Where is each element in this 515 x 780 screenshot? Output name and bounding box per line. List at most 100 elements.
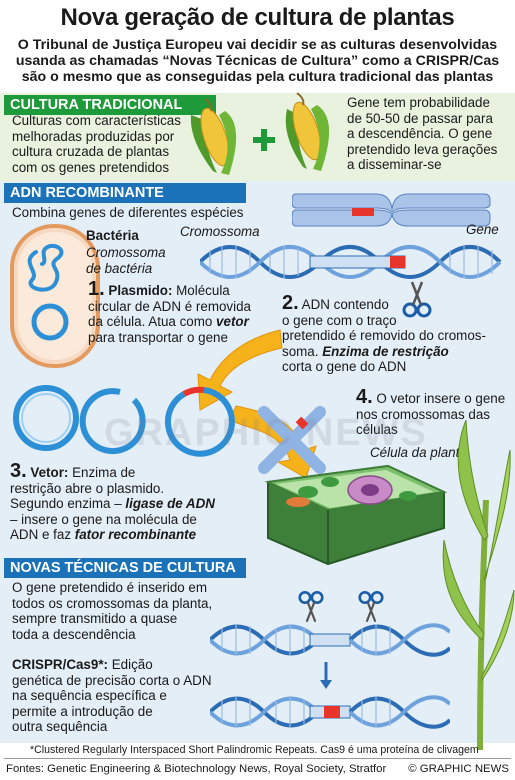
step-1-heading: 1. Plasmido: Molécula <box>88 279 278 299</box>
new-tech-section <box>0 556 515 743</box>
text-line: de bactéria <box>86 260 153 276</box>
plasmid-ring-recombinant <box>164 386 235 457</box>
plasmid-rings <box>13 385 235 457</box>
bacteria-label: Bactéria <box>86 228 139 243</box>
step-1-text: 1. Plasmido: Molécula circular de ADN é … <box>88 279 278 345</box>
new-tech-heading: NOVAS TÉCNICAS DE CULTURA <box>4 558 246 578</box>
text-line: para transportar o gene <box>88 329 228 345</box>
step-4-heading: 4. O vetor insere o gene <box>356 387 515 407</box>
bacteria-chromosome-label: Cromossoma de bactéria <box>86 245 166 276</box>
dna-helix-upper <box>200 245 502 279</box>
step-4-text: 4. O vetor insere o gene nos cromossomas… <box>356 387 515 438</box>
arrow-icon <box>197 329 283 411</box>
text-line: células <box>356 422 398 438</box>
step-title: Vetor: <box>30 465 69 480</box>
text-line: circular de ADN é removida <box>88 298 251 314</box>
step-number: 4. <box>356 386 373 408</box>
text-line: toda a descendência <box>12 626 136 642</box>
text-line: Culturas com características <box>12 113 181 128</box>
text-line: pretendido é removido do cromos- <box>282 328 486 344</box>
text-line: permite a introdução de <box>12 703 153 719</box>
recombinant-heading: ADN RECOMBINANTE <box>4 183 246 203</box>
footer-divider <box>4 758 511 759</box>
scissors-icon <box>298 590 324 623</box>
traditional-right-text: Gene tem probabilidade de 50-50 de passa… <box>347 95 497 173</box>
step-number: 3. <box>10 460 27 482</box>
text-span: Segundo enzima – <box>10 496 126 512</box>
step-2-heading: 2. ADN contendo <box>282 293 512 313</box>
corn-cross-illustration <box>190 92 330 175</box>
step-number: 1. <box>88 278 105 300</box>
bacteria-illustration <box>10 224 100 368</box>
text-line: corta o gene do ADN <box>282 359 407 375</box>
text-span: Edição <box>111 657 153 672</box>
emphasis: Enzima de restrição <box>322 343 449 359</box>
step-title: Plasmido: <box>108 283 173 298</box>
text-line: pretendido leva gerações <box>347 141 498 157</box>
text-line: sempre transmitido a quase <box>12 611 178 627</box>
text-line: de 50-50 de passar para <box>347 110 493 126</box>
text-line: Gene tem probabilidade <box>347 95 490 110</box>
text-line: Segundo enzima – ligase de ADN <box>10 496 250 512</box>
text-line: – insere o gene na molécula de <box>10 511 197 527</box>
credit: © GRAPHIC NEWS <box>408 763 509 775</box>
text-line: cultura cruzada de plantas <box>12 144 170 160</box>
text-line: da célula. Atua como vetor <box>88 314 278 330</box>
text-line: a descendência. O gene <box>347 126 493 142</box>
text-line: restrição abre o plasmido. <box>10 480 165 496</box>
text-line: Enzima de <box>72 465 136 480</box>
corn-cob-icon <box>190 98 237 175</box>
step-number: 2. <box>282 292 299 314</box>
traditional-left-text: Culturas com características melhoradas … <box>12 113 181 175</box>
text-line: soma. Enzima de restrição <box>282 344 512 360</box>
vector-chromosome <box>258 406 326 474</box>
text-line: com os genes pretendidos <box>12 159 170 175</box>
sources: Fontes: Genetic Engineering & Biotechnol… <box>6 763 387 775</box>
text-line: O gene pretendido é inserido em <box>12 580 208 595</box>
plasmid-ring-open <box>79 388 146 455</box>
emphasis: ligase de ADN <box>125 496 215 512</box>
page-title: Nova geração de cultura de plantas <box>60 4 455 31</box>
emphasis: vetor <box>216 314 249 330</box>
text-line: todos os cromossomas da planta, <box>12 595 213 611</box>
subtitle-line: usanda as chamadas “Novas Técnicas de Cu… <box>15 53 500 69</box>
text-line: CRISPR/Cas9*: Edição <box>12 657 252 673</box>
step-3-heading: 3. Vetor: Enzima de <box>10 461 250 481</box>
dna-helix-cut <box>210 623 450 657</box>
text-line: outra sequência <box>12 719 108 735</box>
crispr-title: CRISPR/Cas9*: <box>12 657 108 672</box>
text-line: nos cromossomas das <box>356 406 490 422</box>
text-line: Cromossoma <box>86 245 166 260</box>
text-span: ADN e faz <box>10 527 75 543</box>
plant-cell-label: Célula da planta <box>370 445 467 460</box>
text-line: ADN e faz fator recombinante <box>10 527 250 543</box>
corn-plant-illustration <box>442 420 515 750</box>
text-line: ADN contendo <box>301 297 389 312</box>
text-line: na sequência específica e <box>12 688 167 704</box>
text-line: genética de precisão corta o ADN <box>12 672 212 688</box>
plus-icon <box>253 129 275 151</box>
text-span: da célula. Atua como <box>88 314 217 330</box>
down-arrow-icon <box>320 662 332 689</box>
corn-cob-icon <box>285 92 330 171</box>
recombinant-intro: Combina genes de diferentes espécies <box>12 205 244 220</box>
text-line: a disseminar-se <box>347 157 442 173</box>
text-line: Molécula <box>176 283 230 298</box>
step-3-text: 3. Vetor: Enzima de restrição abre o pla… <box>10 461 250 543</box>
plasmid-ring <box>13 385 79 451</box>
chromosome-illustration <box>292 193 491 227</box>
crispr-text: CRISPR/Cas9*: Edição genética de precisã… <box>12 657 252 735</box>
scissors-icon <box>358 590 384 623</box>
chromosome-label: Cromossoma <box>180 224 260 239</box>
gene-label: Gene <box>466 222 499 237</box>
subtitle-line: são o mesmo que as conseguidas pela cult… <box>21 69 494 85</box>
text-span: soma. <box>282 343 323 359</box>
step-2-text: 2. ADN contendo o gene com o traço prete… <box>282 293 512 375</box>
watermark: GRAPHIC NEWS <box>104 412 428 454</box>
scissors-icon <box>402 281 432 318</box>
page-subtitle: O Tribunal de Justiça Europeu vai decidi… <box>6 37 509 85</box>
text-line: o gene com o traço <box>282 312 397 328</box>
emphasis: fator recombinante <box>74 527 197 543</box>
plant-cell-illustration <box>264 464 448 566</box>
footnote: *Clustered Regularly Interspaced Short P… <box>30 744 479 756</box>
